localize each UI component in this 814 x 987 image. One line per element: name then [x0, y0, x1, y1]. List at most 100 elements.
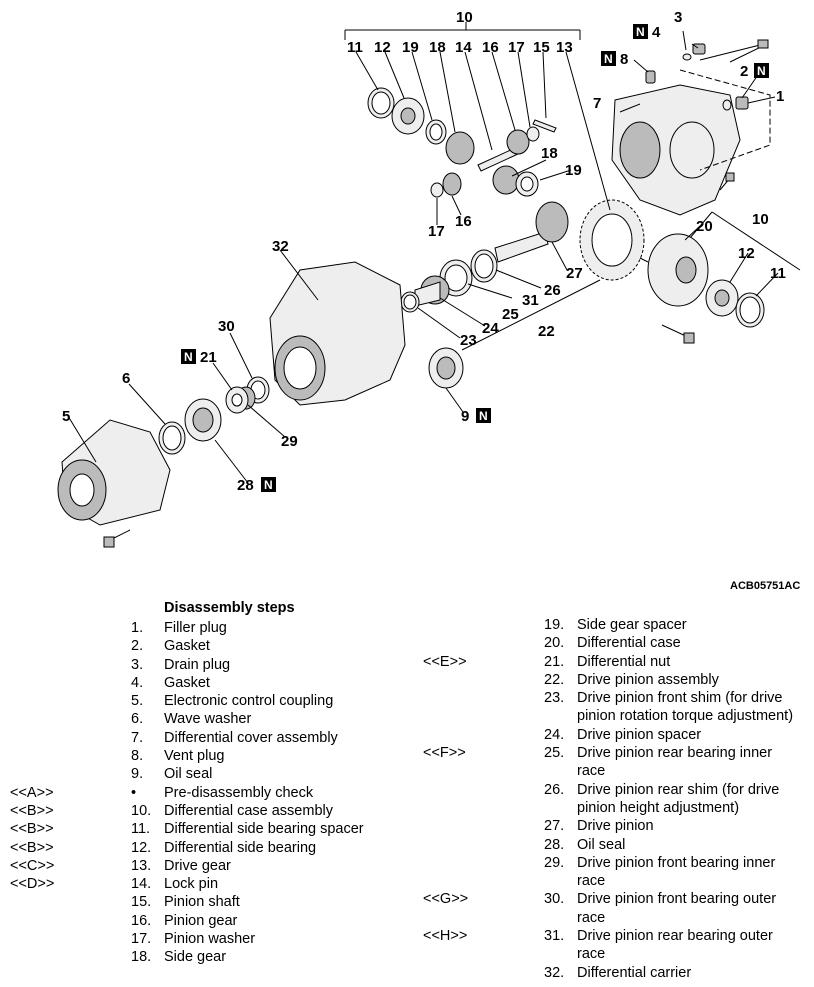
step-label: Drive pinion spacer — [577, 726, 702, 743]
callout-5: 5 — [62, 408, 70, 425]
drive-gear — [579, 199, 645, 281]
callout-24: 24 — [482, 320, 499, 337]
bracket-10-top — [344, 22, 581, 40]
callout-32: 32 — [272, 238, 289, 255]
step-label-continuation: race — [577, 873, 606, 890]
step-row: 8.Vent plug — [10, 747, 410, 765]
step-ref: <<B>> — [10, 821, 54, 838]
n-marker-21: N — [181, 349, 196, 364]
step-number: 25. — [544, 745, 565, 762]
step-row: <<E>>21.Differential nut — [423, 653, 813, 671]
step-label: Drive pinion front bearing inner — [577, 854, 776, 871]
step-number: 27. — [544, 818, 565, 835]
step-ref: <<B>> — [10, 802, 54, 819]
step-label: Pinion shaft — [164, 894, 240, 911]
step-number: 26. — [544, 781, 565, 798]
step-number: 15. — [131, 894, 152, 911]
step-label: Electronic control coupling — [164, 693, 334, 710]
drive-pinion-rear-shim — [470, 249, 498, 283]
side-gear-spacer-top — [425, 119, 447, 145]
step-number: 7. — [131, 729, 144, 746]
callout-23: 23 — [460, 332, 477, 349]
steps-title: Disassembly steps — [164, 600, 295, 616]
step-label-continuation: pinion height adjustment) — [577, 799, 740, 816]
callout-18-top: 18 — [429, 39, 446, 56]
svg-text:N: N — [636, 25, 645, 39]
step-label: Differential carrier — [577, 964, 692, 981]
step-row: <<B>> 10. Differential case assembly — [10, 802, 410, 820]
step-row: 20.Differential case — [423, 634, 813, 652]
drive-pinion — [494, 201, 569, 263]
differential-nut — [225, 386, 249, 414]
step-ref: <<H>> — [423, 928, 468, 945]
step-label: Side gear — [164, 949, 227, 966]
step-row: 28.Oil seal — [423, 836, 813, 854]
differential-case — [639, 233, 709, 307]
callout-29: 29 — [281, 433, 298, 450]
step-row-continuation: race — [423, 762, 813, 780]
step-ref: <<B>> — [10, 839, 54, 856]
callout-6: 6 — [122, 370, 130, 387]
callout-25: 25 — [502, 306, 519, 323]
svg-text:N: N — [757, 64, 766, 78]
step-number: 30. — [544, 891, 565, 908]
step-label: Drive pinion front shim (for drive — [577, 690, 783, 707]
step-row: <<G>>30.Drive pinion front bearing outer — [423, 890, 813, 908]
callout-17-mid: 17 — [428, 223, 445, 240]
step-row: 24.Drive pinion spacer — [423, 726, 813, 744]
callout-30: 30 — [218, 318, 235, 335]
bracket-22 — [461, 279, 601, 351]
step-label: Pinion gear — [164, 912, 238, 929]
step-number: 18. — [131, 949, 152, 966]
electronic-control-coupling — [57, 419, 171, 548]
differential-side-bearing-spacer-top — [367, 87, 395, 119]
n-marker-8: N — [601, 51, 616, 66]
figure-code: ACB05751AC — [730, 580, 801, 592]
callout-22: 22 — [538, 323, 555, 340]
bolt-right — [719, 172, 735, 191]
bolt-top — [729, 39, 769, 63]
step-label: Drain plug — [164, 656, 231, 673]
step-label: Differential case — [577, 635, 681, 652]
callout-8: 8 — [620, 51, 628, 68]
step-row: <<A>>•Pre-disassembly check — [10, 784, 410, 802]
step-label: Drive pinion — [577, 818, 654, 835]
step-number: 12. — [131, 839, 152, 856]
n-marker-9: N — [476, 408, 491, 423]
callout-1: 1 — [776, 88, 784, 105]
callout-16-top: 16 — [482, 39, 499, 56]
step-number: 10. — [131, 802, 152, 819]
step-ref: <<E>> — [423, 653, 467, 670]
svg-text:N: N — [184, 350, 193, 364]
step-label-continuation: pinion rotation torque adjustment) — [577, 708, 794, 725]
step-row: 1.Filler plug — [10, 619, 410, 637]
differential-carrier — [269, 261, 406, 406]
step-label: Differential nut — [577, 653, 671, 670]
leader-lines — [67, 30, 779, 484]
callout-16-mid: 16 — [455, 213, 472, 230]
callout-27: 27 — [566, 265, 583, 282]
bracket-10-right — [689, 211, 801, 271]
step-number: 29. — [544, 854, 565, 871]
step-number: 23. — [544, 690, 565, 707]
bolt-case — [661, 324, 695, 344]
step-row: 29. Drive pinion front bearing inner — [423, 854, 813, 872]
step-label: Differential cover assembly — [164, 729, 338, 746]
callout-7: 7 — [593, 95, 601, 112]
step-label: Gasket — [164, 674, 210, 691]
callout-26: 26 — [544, 282, 561, 299]
n-marker-28: N — [261, 477, 276, 492]
step-label: Differential side bearing — [164, 839, 317, 856]
step-label-continuation: race — [577, 946, 606, 963]
step-label: Drive pinion rear shim (for drive — [577, 781, 780, 798]
pinion-gear-mid — [442, 172, 462, 196]
callout-28: 28 — [237, 477, 254, 494]
step-row-continuation: race — [423, 909, 813, 927]
step-row: 19.Side gear spacer — [423, 616, 813, 634]
step-number: 31. — [544, 928, 565, 945]
step-label: Differential case assembly — [164, 802, 333, 819]
step-number: 4. — [131, 674, 144, 691]
differential-side-bearing-spacer-right — [735, 292, 765, 328]
step-row: 17.Pinion washer — [10, 930, 410, 948]
step-row: 18. Side gear — [10, 948, 410, 966]
